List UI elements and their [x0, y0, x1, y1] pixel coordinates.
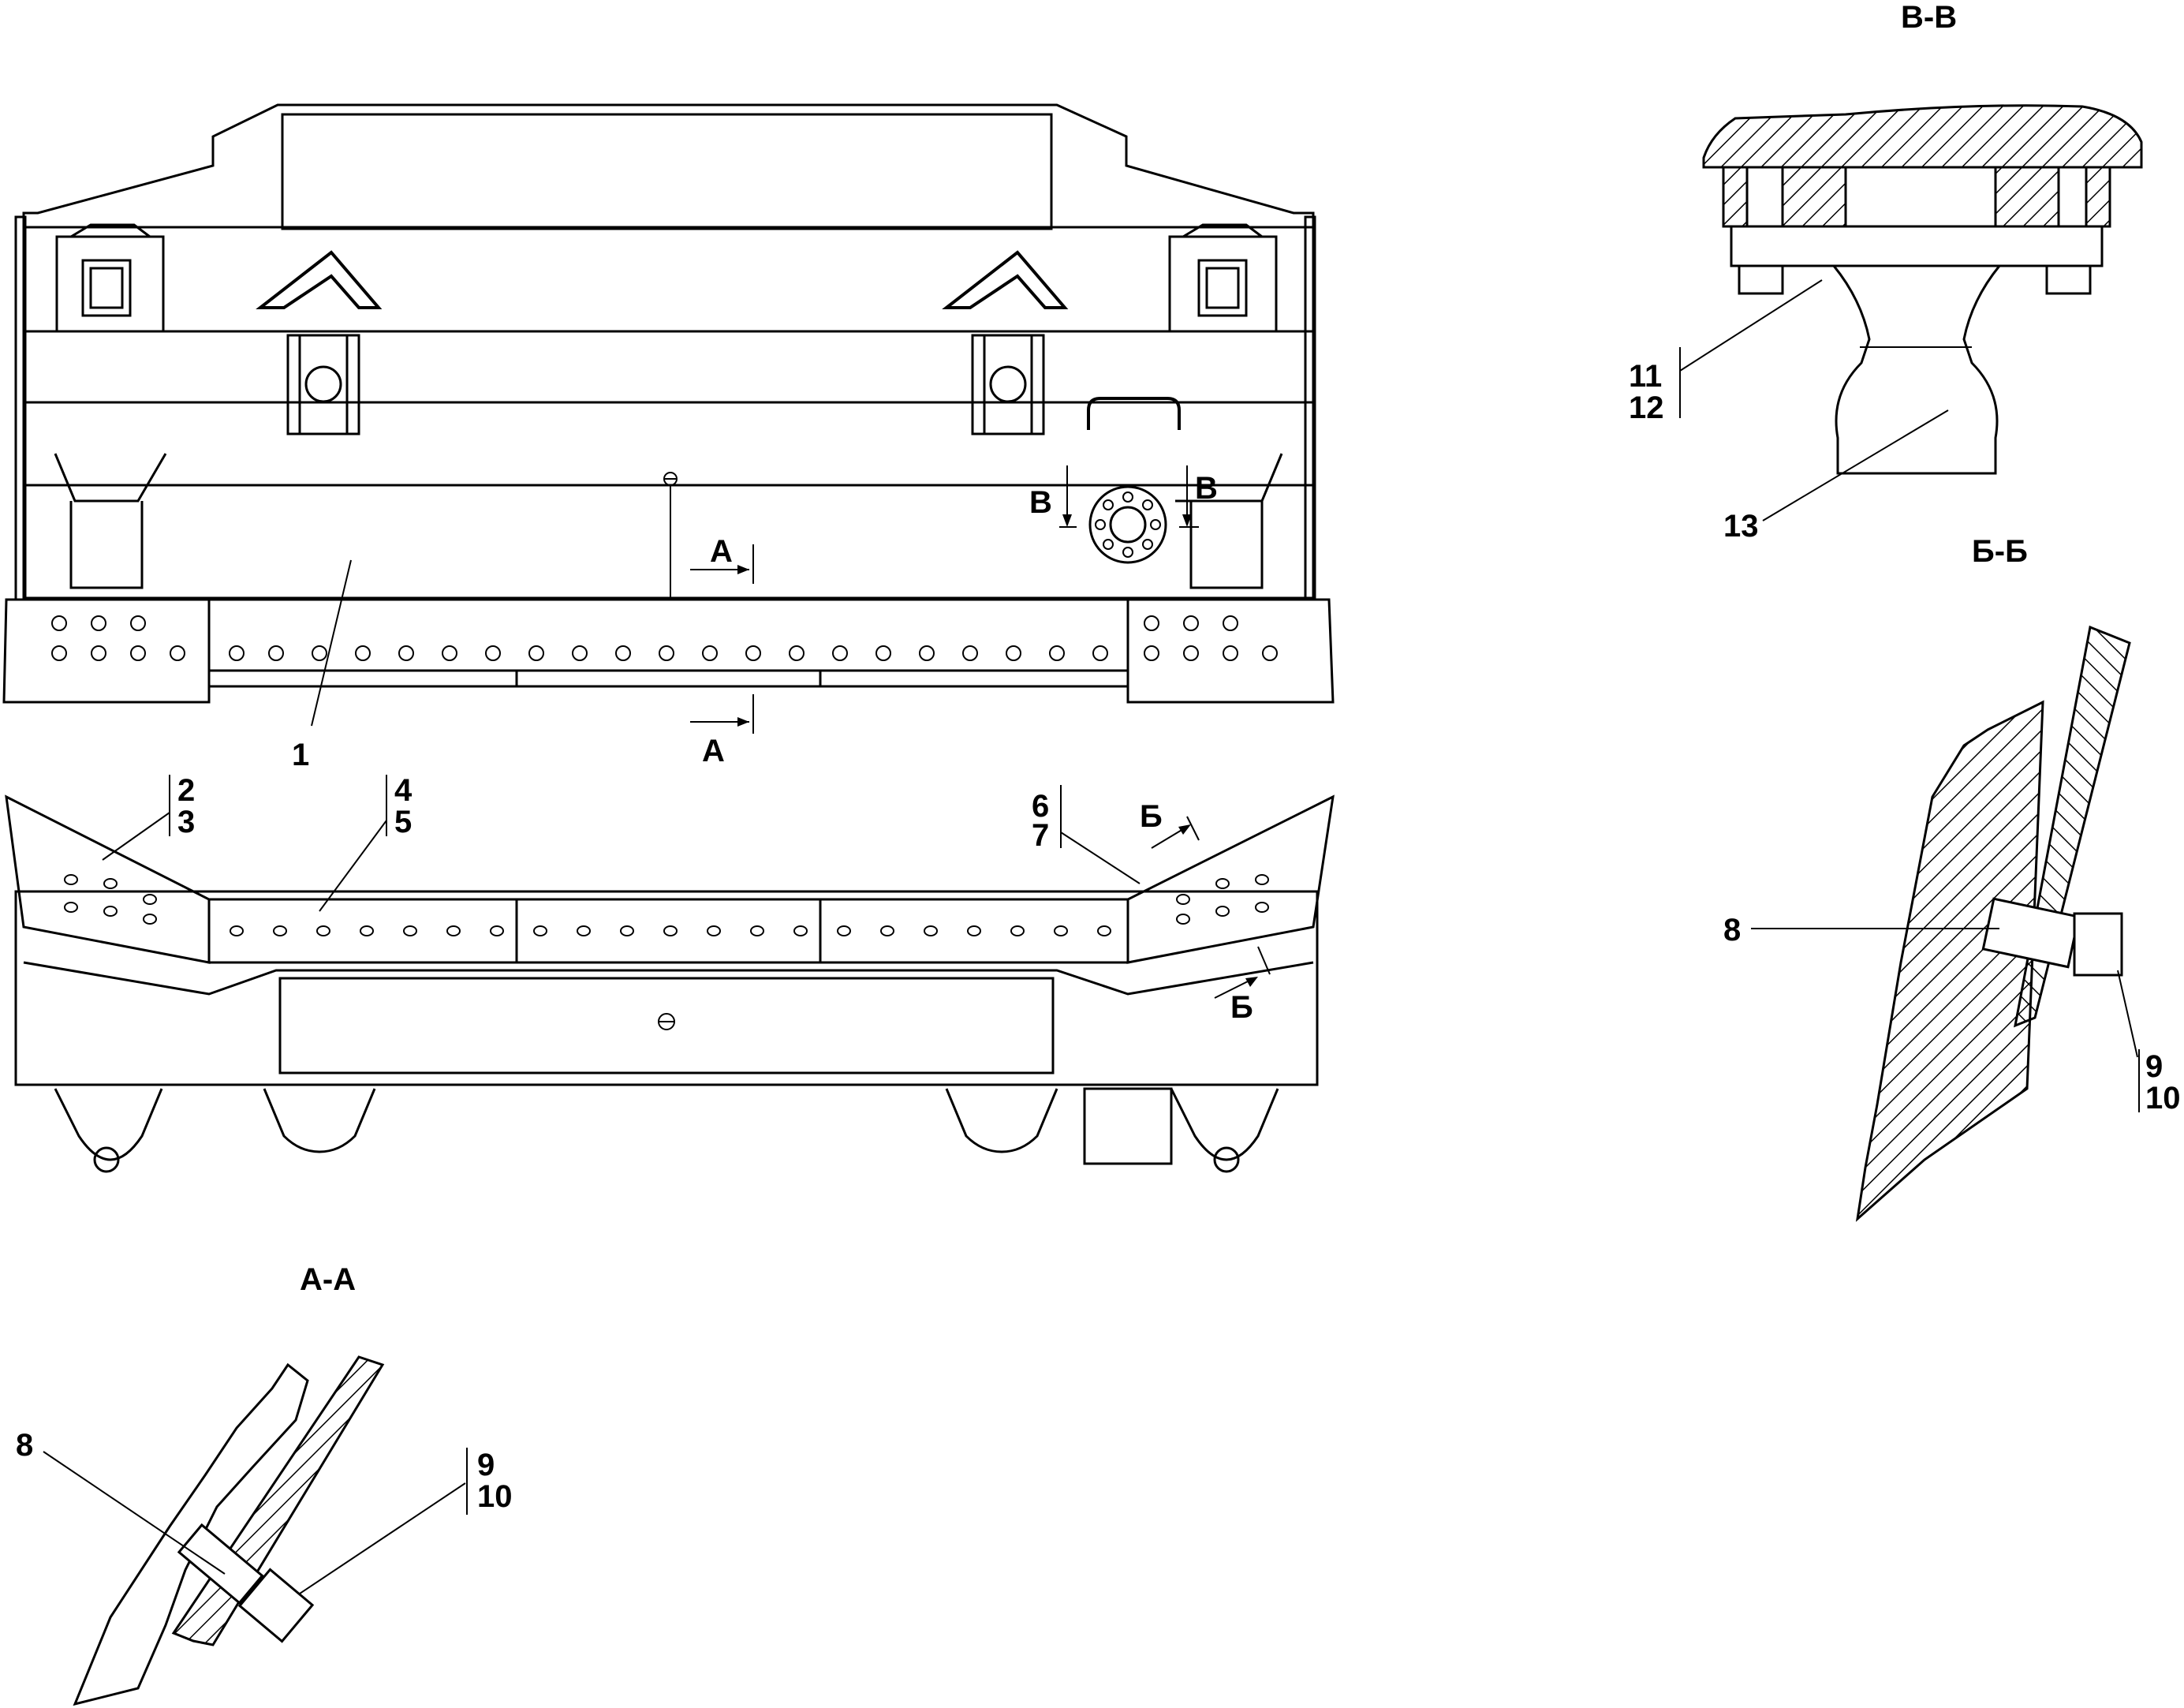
- cut-mark-b-top: Б: [1140, 799, 1163, 834]
- callout-3: 3: [177, 805, 195, 839]
- callout-11: 11: [1629, 359, 1662, 394]
- callout-13: 13: [1723, 509, 1759, 544]
- front-view: А А В В 1: [2, 103, 1335, 772]
- section-vv: В-В 11 12 13: [1629, 0, 2143, 544]
- callout-10-bb: 10: [2145, 1081, 2181, 1116]
- callout-5: 5: [394, 805, 412, 839]
- section-title-aa: А-А: [300, 1262, 356, 1297]
- lift-eye-right: [1168, 223, 1278, 333]
- cut-mark-v-right: В: [1195, 471, 1218, 506]
- cut-mark-a-top: А: [710, 534, 733, 569]
- callout-4: 4: [394, 773, 413, 808]
- callout-6: 6: [1032, 789, 1049, 824]
- section-title-vv: В-В: [1901, 0, 1957, 35]
- section-title-bb: Б-Б: [1972, 534, 2028, 569]
- callout-7: 7: [1032, 818, 1049, 853]
- callout-12: 12: [1629, 391, 1664, 425]
- hinge-left: [286, 334, 360, 435]
- cut-mark-v-left: В: [1029, 485, 1052, 520]
- callout-9-bb: 9: [2145, 1049, 2163, 1084]
- callout-1: 1: [292, 738, 309, 772]
- callout-2: 2: [177, 773, 195, 808]
- callout-9-aa: 9: [477, 1448, 495, 1482]
- callout-10-aa: 10: [477, 1479, 513, 1514]
- section-aa: А-А 8 9 10: [16, 1262, 513, 1706]
- top-view-holes: [64, 874, 1269, 936]
- section-bb: Б-Б 8 9 10: [1723, 534, 2181, 1222]
- flange: [1088, 485, 1167, 564]
- cut-mark-a-bottom: А: [702, 734, 725, 768]
- callout-8-bb: 8: [1723, 913, 1741, 947]
- lift-eye-left: [55, 223, 165, 333]
- callout-8-aa: 8: [16, 1428, 33, 1463]
- top-view: Б Б 2 3 4 5 6 7: [5, 773, 1335, 1173]
- blade-bolts: [51, 615, 1278, 661]
- cut-mark-b-bottom: Б: [1230, 990, 1253, 1025]
- hinge-right: [971, 334, 1045, 435]
